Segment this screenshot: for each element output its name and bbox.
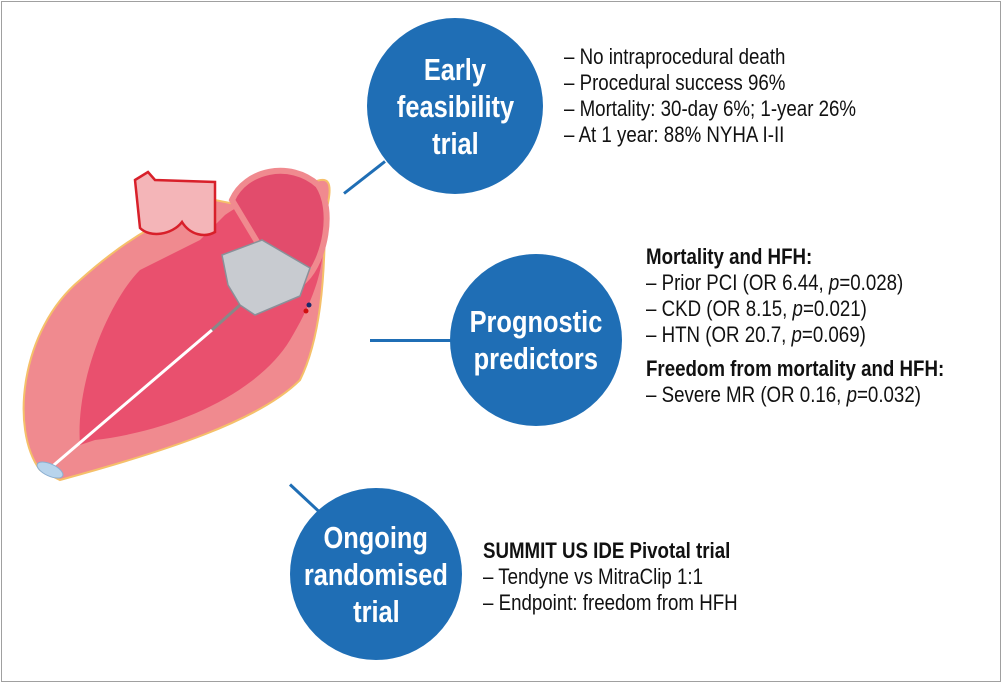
bullet: – HTN (OR 20.7, p=0.069) [646,322,866,347]
circle-label: Early [423,51,487,87]
circle-label: trial [431,125,479,161]
tendyne-valve-stent [221,239,311,316]
marker-dot [303,308,309,314]
bullet: – At 1 year: 88% NYHA I-II [564,122,785,147]
connector-prognostic [370,339,452,342]
circle-label: Prognostic [469,304,603,339]
tether-joint [211,303,241,332]
bullet: – Severe MR (OR 0.16, p=0.032) [646,382,921,407]
section-heading: Mortality and HFH: [646,244,813,269]
bullet: – Mortality: 30-day 6%; 1-year 26% [564,96,857,121]
circle-label: predictors [473,341,599,376]
marker-dot [306,302,312,308]
bullet: – Prior PCI (OR 6.44, p=0.028) [646,270,904,295]
circle-label: trial [352,593,400,629]
ongoing-trial-details: SUMMIT US IDE Pivotal trial – Tendyne vs… [483,538,783,616]
bullet: – CKD (OR 8.15, p=0.021) [646,296,867,321]
circle-label: randomised [303,556,449,592]
left-atrium [228,167,330,284]
circle-label: feasibility [396,88,514,124]
tether [47,328,213,472]
early-feasibility-circle: Early feasibility trial [367,18,543,194]
early-feasibility-results: – No intraprocedural death – Procedural … [564,44,908,148]
section-heading: SUMMIT US IDE Pivotal trial [483,538,731,563]
bullet: – Endpoint: freedom from HFH [483,590,738,615]
bullet: – Procedural success 96% [564,70,786,95]
section-heading: Freedom from mortality and HFH: [646,356,945,381]
circle-label: Ongoing [323,519,429,555]
bullet: – No intraprocedural death [564,44,786,69]
aortic-valve [133,170,217,237]
prognostic-results: Mortality and HFH: – Prior PCI (OR 6.44,… [646,244,997,408]
prognostic-predictors-circle: Prognostic predictors [450,254,622,426]
bullet: – Tendyne vs MitraClip 1:1 [483,564,704,589]
ongoing-trial-circle: Ongoing randomised trial [290,488,462,660]
apical-pad [36,461,64,479]
